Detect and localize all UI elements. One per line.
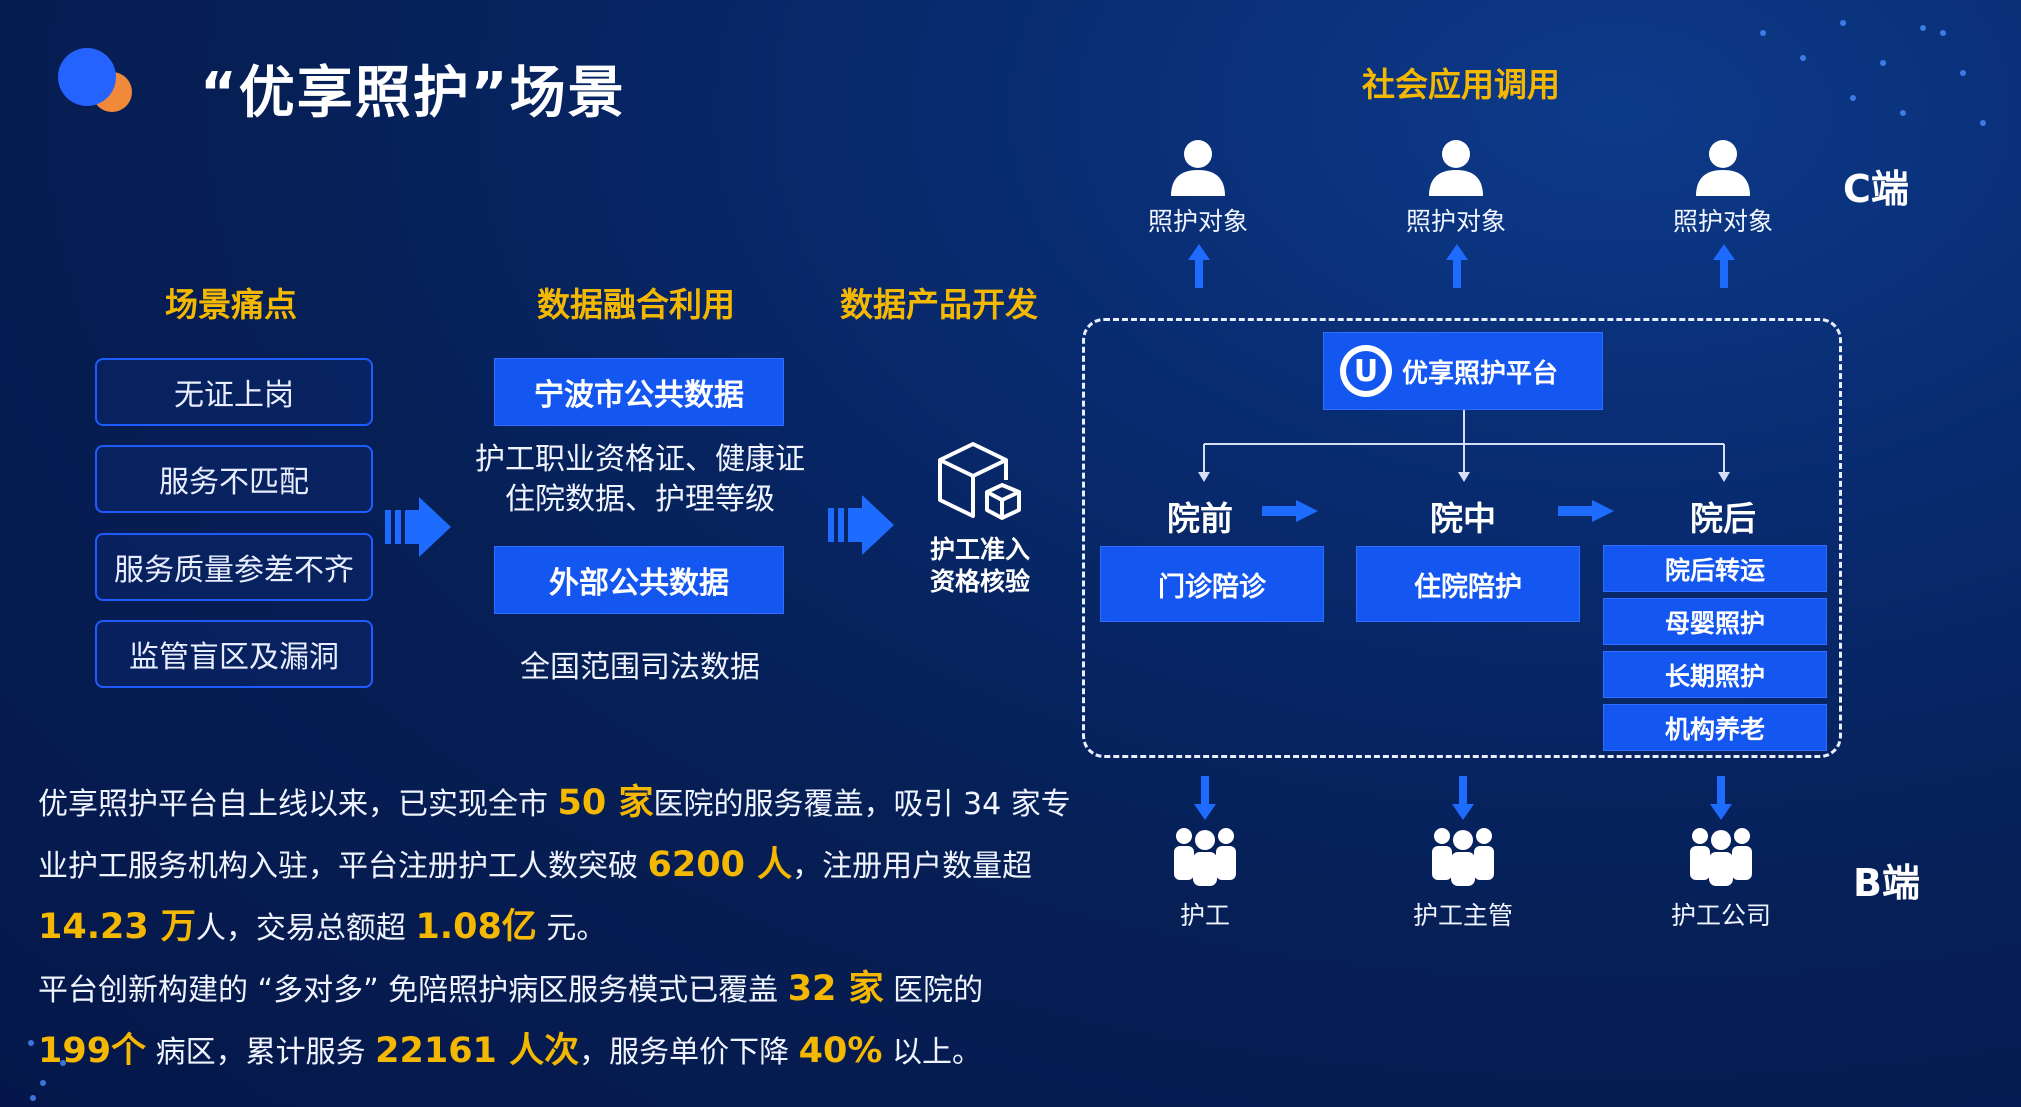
stage-pre-label: 院前: [1167, 499, 1233, 538]
flow-arrow-icon: [828, 495, 894, 555]
pain-point-item: 服务不匹配: [95, 445, 373, 513]
summary-line: 优享照护平台自上线以来，已实现全市 50 家医院的服务覆盖，吸引 34 家专: [38, 772, 1071, 836]
platform-connector-lines: [1198, 410, 1730, 482]
pain-point-item: 无证上岗: [95, 358, 373, 426]
summary-text: 医院的服务覆盖，吸引 34 家专: [653, 787, 1071, 822]
page-title: “优享照护”场景: [200, 61, 626, 126]
summary-text: ，注册用户数量超: [792, 849, 1033, 884]
summary-highlight: 14.23 万: [38, 907, 196, 947]
summary-line: 199个 病区，累计服务 22161 人次，服务单价下降 40% 以上。: [38, 1020, 982, 1084]
person-icon: [1696, 140, 1750, 196]
c-user-label: 照护对象: [1405, 207, 1506, 236]
ningbo-data-line: 护工职业资格证、健康证: [475, 442, 805, 477]
ningbo-data-line: 住院数据、护理等级: [505, 482, 775, 517]
summary-text: 优享照护平台自上线以来，已实现全市: [38, 787, 558, 822]
data-fusion-header: 数据融合利用: [537, 285, 735, 324]
summary-text: 以上。: [882, 1035, 982, 1070]
stage-mid-label: 院中: [1430, 499, 1496, 538]
product-label-line: 资格核验: [929, 567, 1030, 596]
summary-text: 平台创新构建的 “多对多” 免陪照护病区服务模式已覆盖: [38, 973, 788, 1008]
logo-blue-circle: [58, 48, 116, 106]
down-arrow-icon: [1194, 776, 1216, 820]
service-inpatient-care: 住院陪护: [1356, 546, 1580, 622]
product-label: 护工准入 资格核验: [920, 534, 1040, 598]
summary-text: ，服务单价下降: [579, 1035, 799, 1070]
group-people-icon: [1174, 828, 1236, 886]
service-outpatient-escort: 门诊陪诊: [1100, 546, 1324, 622]
ningbo-data-items: 护工职业资格证、健康证 住院数据、护理等级: [460, 440, 820, 520]
group-people-icon: [1432, 828, 1494, 886]
service-post-transfer: 院后转运: [1603, 545, 1827, 592]
c-user-label: 照护对象: [1147, 207, 1248, 236]
b-user-label: 护工主管: [1412, 901, 1513, 930]
b-user-label: 护工公司: [1670, 901, 1771, 930]
social-header: 社会应用调用: [1362, 65, 1560, 104]
person-icon: [1171, 140, 1225, 196]
service-long-term-care: 长期照护: [1603, 651, 1827, 698]
group-people-icon: [1690, 828, 1752, 886]
stage-post-label: 院后: [1690, 499, 1756, 538]
platform-dashed-frame: [1082, 318, 1842, 758]
summary-text: 业护工服务机构入驻，平台注册护工人数突破: [38, 849, 648, 884]
summary-text: 病区，累计服务: [146, 1035, 376, 1070]
summary-line: 业护工服务机构入驻，平台注册护工人数突破 6200 人，注册用户数量超: [38, 834, 1032, 898]
ningbo-public-data-box: 宁波市公共数据: [494, 358, 784, 426]
down-arrow-icon: [1710, 776, 1732, 820]
external-data-items: 全国范围司法数据: [520, 650, 760, 685]
summary-text: 人，交易总额超: [195, 911, 416, 946]
platform-logo-letter: U: [1346, 351, 1386, 391]
external-public-data-box: 外部公共数据: [494, 546, 784, 614]
service-institution-elderly: 机构养老: [1603, 704, 1827, 751]
b-user-label: 护工: [1179, 901, 1230, 930]
c-user-label: 照护对象: [1672, 207, 1773, 236]
pain-point-item: 服务质量参差不齐: [95, 533, 373, 601]
pain-point-item: 监管盲区及漏洞: [95, 620, 373, 688]
service-maternal-care: 母婴照护: [1603, 598, 1827, 645]
summary-line: 平台创新构建的 “多对多” 免陪照护病区服务模式已覆盖 32 家 医院的: [38, 958, 983, 1022]
stage-arrow-icon: [1262, 500, 1318, 522]
summary-highlight: 32 家: [787, 969, 884, 1009]
person-icon: [1429, 140, 1483, 196]
up-arrow-icon: [1446, 244, 1468, 288]
summary-line: 14.23 万人，交易总额超 1.08亿 元。: [38, 896, 606, 960]
up-arrow-icon: [1188, 244, 1210, 288]
summary-text: 医院的: [883, 973, 984, 1008]
product-header: 数据产品开发: [840, 285, 1038, 324]
summary-highlight: 1.08亿: [415, 907, 537, 947]
summary-highlight: 50 家: [557, 783, 654, 823]
summary-highlight: 40%: [798, 1031, 883, 1071]
down-arrow-icon: [1452, 776, 1474, 820]
flow-arrow-icon: [385, 497, 451, 557]
up-arrow-icon: [1713, 244, 1735, 288]
c-end-label: C端: [1843, 167, 1909, 211]
product-label-line: 护工准入: [929, 535, 1030, 564]
platform-title-box: U 优享照护平台: [1323, 332, 1603, 410]
box-cube-icon: [938, 442, 1021, 520]
summary-highlight: 6200 人: [647, 845, 793, 885]
summary-highlight: 199个: [38, 1031, 147, 1071]
summary-highlight: 22161 人次: [375, 1031, 580, 1071]
pain-points-header: 场景痛点: [165, 285, 297, 324]
platform-logo-icon: U: [1340, 345, 1392, 397]
summary-text: 元。: [536, 911, 607, 946]
platform-name: 优享照护平台: [1402, 358, 1559, 389]
stage-arrow-icon: [1558, 500, 1614, 522]
b-end-label: B端: [1853, 861, 1920, 905]
